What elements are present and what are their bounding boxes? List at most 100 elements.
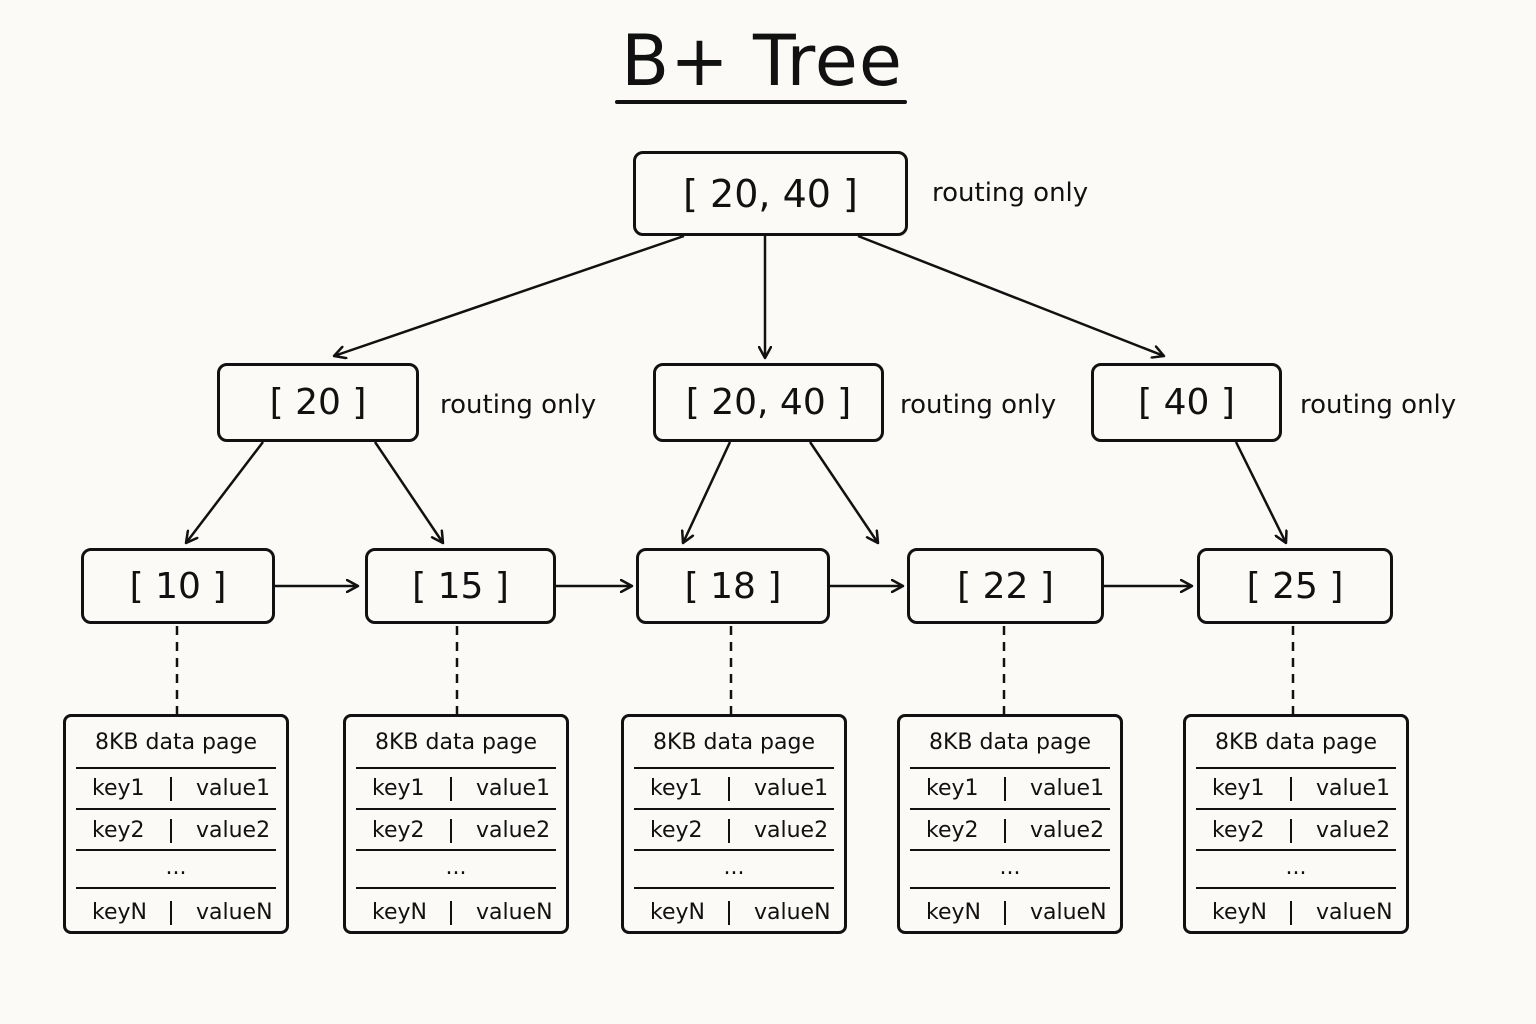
leaf-node-1: [ 10 ] bbox=[81, 548, 275, 624]
column-separator bbox=[1290, 901, 1292, 925]
row-value: value2 bbox=[1316, 818, 1391, 843]
row-value: value1 bbox=[196, 776, 271, 801]
row-divider bbox=[910, 849, 1110, 851]
row-key: keyN bbox=[926, 900, 981, 925]
ellipsis-row: ... bbox=[723, 855, 745, 880]
row-key: key2 bbox=[372, 818, 425, 843]
row-key: keyN bbox=[650, 900, 705, 925]
root-node-label: [ 20, 40 ] bbox=[683, 171, 858, 216]
row-key: key1 bbox=[1212, 776, 1265, 801]
row-divider bbox=[1196, 849, 1396, 851]
row-divider bbox=[634, 767, 834, 769]
key-value-row: key1 value1 bbox=[634, 769, 834, 809]
leaf-node-4-label: [ 22 ] bbox=[957, 565, 1054, 607]
row-divider bbox=[910, 808, 1110, 810]
edge-root-to-internal-1 bbox=[334, 234, 685, 356]
column-separator bbox=[1290, 819, 1292, 843]
ellipsis-row: ... bbox=[445, 855, 467, 880]
data-page-title: 8KB data page bbox=[928, 730, 1091, 755]
key-value-row: keyN valueN bbox=[634, 893, 834, 933]
row-key: key2 bbox=[650, 818, 703, 843]
key-value-row: keyN valueN bbox=[1196, 893, 1396, 933]
leaf-node-3: [ 18 ] bbox=[636, 548, 830, 624]
row-value: valueN bbox=[476, 900, 553, 925]
row-key: keyN bbox=[1212, 900, 1267, 925]
row-divider bbox=[76, 849, 276, 851]
column-separator bbox=[728, 901, 730, 925]
edge-internal-1-to-leaf-2 bbox=[373, 441, 443, 543]
row-divider bbox=[1196, 767, 1396, 769]
column-separator bbox=[1004, 819, 1006, 843]
diagram-title: B+ Tree bbox=[621, 20, 903, 102]
row-divider bbox=[76, 808, 276, 810]
internal-node-2: [ 20, 40 ] bbox=[653, 363, 884, 442]
root-note: routing only bbox=[932, 178, 1089, 208]
edge-internal-2-to-leaf-3 bbox=[683, 441, 732, 543]
row-value: value2 bbox=[476, 818, 551, 843]
data-page-title: 8KB data page bbox=[94, 730, 257, 755]
leaf-node-2: [ 15 ] bbox=[365, 548, 556, 624]
row-value: value2 bbox=[196, 818, 271, 843]
column-separator bbox=[450, 819, 452, 843]
row-key: key1 bbox=[926, 776, 979, 801]
key-value-row: key2 value2 bbox=[76, 811, 276, 851]
root-node: [ 20, 40 ] bbox=[633, 151, 908, 236]
row-value: valueN bbox=[754, 900, 831, 925]
row-divider bbox=[1196, 808, 1396, 810]
leaf-node-4: [ 22 ] bbox=[907, 548, 1104, 624]
internal-node-3: [ 40 ] bbox=[1091, 363, 1282, 442]
key-value-row: key1 value1 bbox=[910, 769, 1110, 809]
column-separator bbox=[170, 819, 172, 843]
row-value: value1 bbox=[754, 776, 829, 801]
column-separator bbox=[170, 777, 172, 801]
row-key: keyN bbox=[372, 900, 427, 925]
column-separator bbox=[450, 901, 452, 925]
key-value-row: keyN valueN bbox=[910, 893, 1110, 933]
edge-internal-2-to-leaf-4 bbox=[808, 441, 878, 543]
leaf-node-3-label: [ 18 ] bbox=[684, 565, 782, 607]
key-value-row: keyN valueN bbox=[356, 893, 556, 933]
leaf-node-5-label: [ 25 ] bbox=[1246, 565, 1344, 607]
row-value: valueN bbox=[196, 900, 273, 925]
internal-node-3-note: routing only bbox=[1300, 390, 1457, 420]
internal-node-2-note: routing only bbox=[900, 390, 1057, 420]
data-page-3: 8KB data page key1 value1 key2 value2... keyN… bbox=[621, 714, 847, 934]
ellipsis-row: ... bbox=[165, 855, 187, 880]
internal-node-2-label: [ 20, 40 ] bbox=[685, 382, 852, 423]
row-divider bbox=[356, 849, 556, 851]
leaf-node-2-label: [ 15 ] bbox=[412, 565, 509, 607]
row-divider bbox=[356, 887, 556, 889]
key-value-row: key2 value2 bbox=[634, 811, 834, 851]
ellipsis-row: ... bbox=[1285, 855, 1307, 880]
row-key: key2 bbox=[926, 818, 979, 843]
internal-node-1: [ 20 ] bbox=[217, 363, 419, 442]
ellipsis-row: ... bbox=[999, 855, 1021, 880]
row-value: value2 bbox=[754, 818, 829, 843]
row-value: valueN bbox=[1030, 900, 1107, 925]
row-divider bbox=[76, 887, 276, 889]
row-divider bbox=[1196, 887, 1396, 889]
key-value-row: key2 value2 bbox=[356, 811, 556, 851]
row-divider bbox=[634, 887, 834, 889]
data-page-title: 8KB data page bbox=[652, 730, 815, 755]
edge-root-to-internal-3 bbox=[857, 234, 1164, 356]
row-divider bbox=[910, 887, 1110, 889]
row-value: valueN bbox=[1316, 900, 1393, 925]
row-key: key2 bbox=[92, 818, 145, 843]
data-page-title: 8KB data page bbox=[374, 730, 537, 755]
row-key: key1 bbox=[650, 776, 703, 801]
row-value: value1 bbox=[1030, 776, 1105, 801]
row-divider bbox=[356, 767, 556, 769]
internal-node-3-label: [ 40 ] bbox=[1138, 382, 1235, 423]
column-separator bbox=[170, 901, 172, 925]
